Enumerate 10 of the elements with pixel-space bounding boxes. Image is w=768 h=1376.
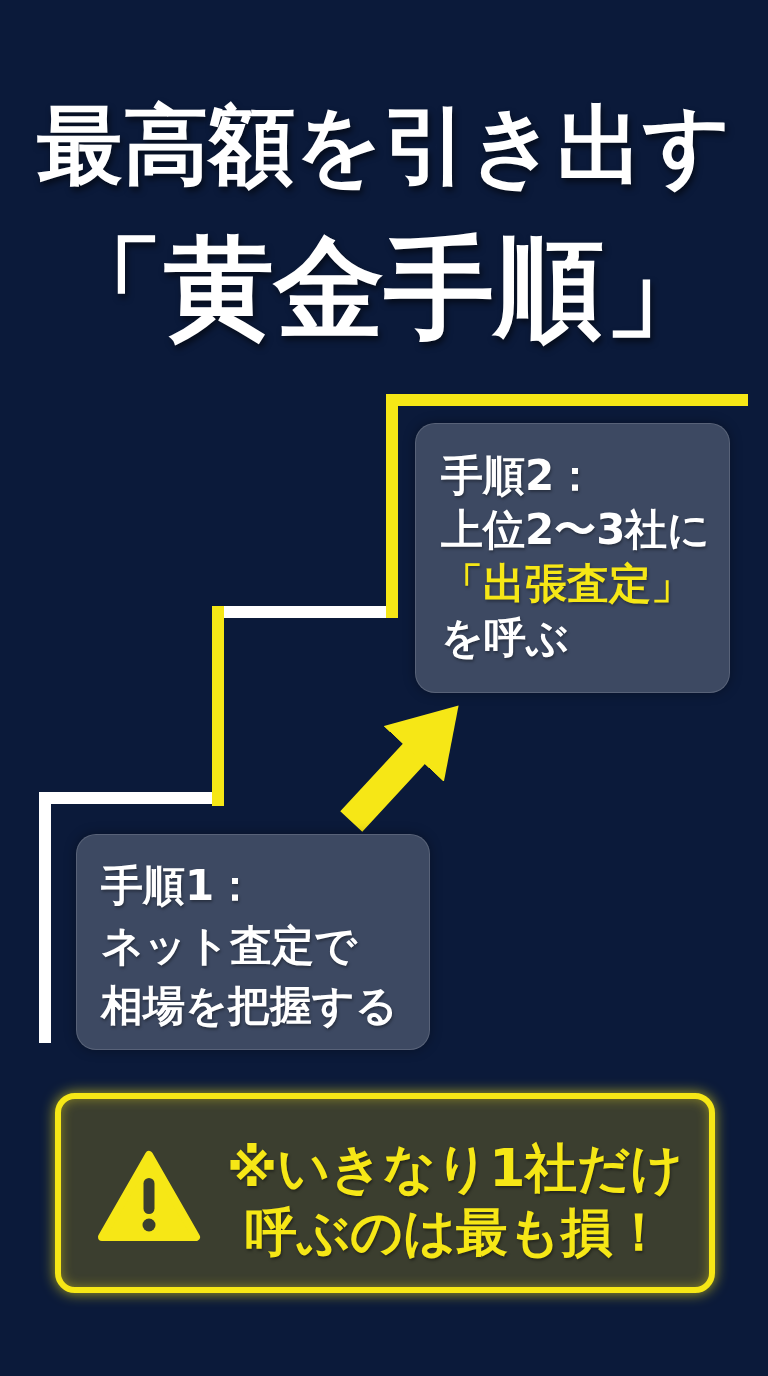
step-heading: 手順1：	[101, 860, 258, 912]
step-box	[76, 834, 430, 1050]
title: 最高額を引き出す	[36, 95, 732, 195]
step-text: 上位2〜3社に「出張査定」を呼ぶ	[441, 504, 712, 664]
step-box	[415, 423, 730, 693]
warning-text: ※いきなり1社だけ呼ぶのは最も損！	[225, 1137, 685, 1264]
title: 「黄金手順」	[53, 226, 715, 350]
step-text: ネット査定で相場を把握する	[101, 920, 399, 1032]
step-heading: 手順2：	[441, 450, 598, 502]
warning-box	[55, 1093, 715, 1293]
